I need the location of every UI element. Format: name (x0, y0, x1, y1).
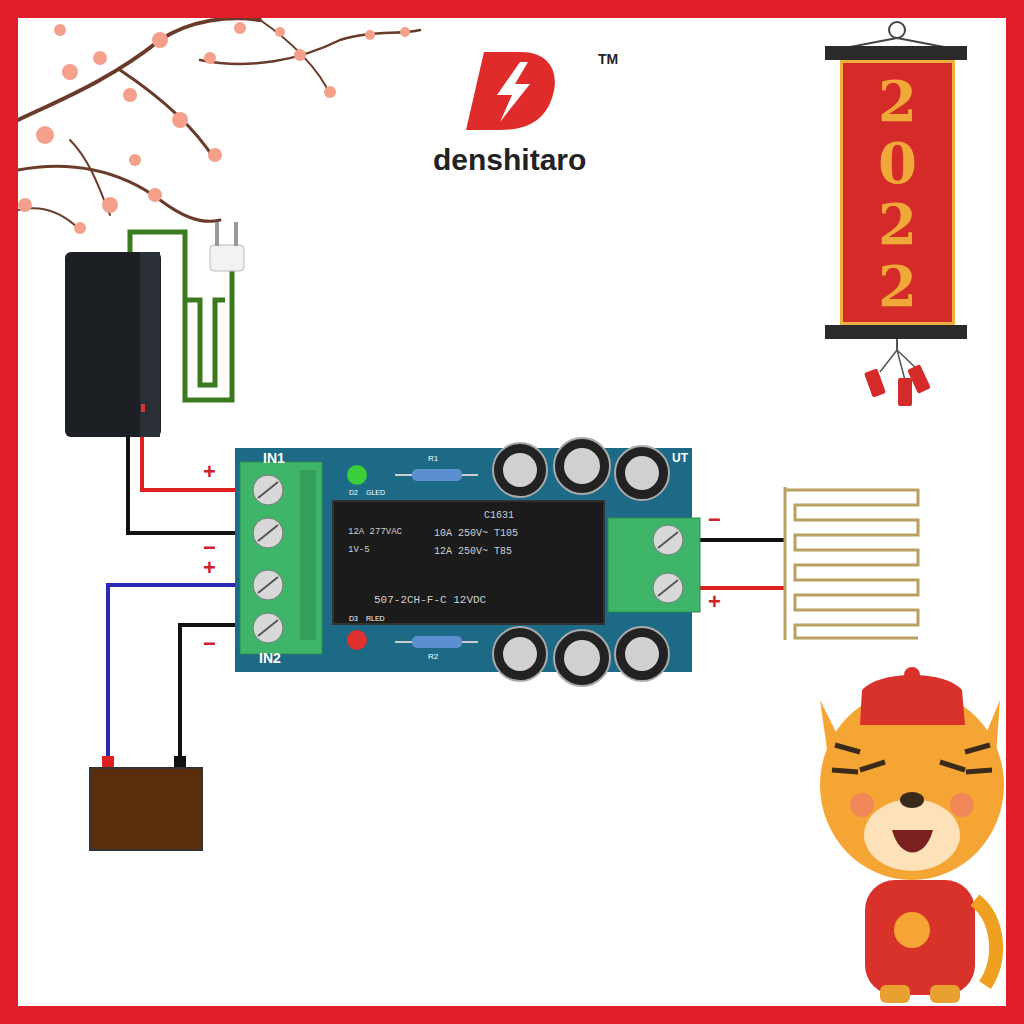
component-label: R2 (428, 653, 438, 662)
relay-marking: 507-2CH-F-C 12VDC (374, 594, 486, 606)
polarity-sign: − (203, 632, 216, 656)
component-label: R1 (428, 455, 438, 464)
terminal-label: IN1 (263, 451, 285, 466)
power-adapter (65, 222, 244, 437)
year-scroll: 2022 (840, 60, 955, 325)
relay-marking: 12A 277VAC (348, 528, 402, 538)
relay-marking: 12A 250V~ T85 (434, 546, 512, 557)
relay-marking: 10A 250V~ T105 (434, 528, 518, 539)
module-board: IN1IN2 C1631 10A 250V~ T105 12A 250V~ T85 50… (235, 448, 692, 672)
trademark: TM (598, 52, 618, 67)
component-label: D2 (349, 489, 358, 497)
blossom-flowers (18, 22, 410, 234)
heating-element (785, 487, 918, 640)
plum-blossom (18, 18, 420, 230)
polarity-sign: + (708, 590, 721, 614)
polarity-sign: − (708, 508, 721, 532)
wires (108, 437, 785, 768)
relay-marking: C1631 (484, 510, 514, 521)
polarity-sign: + (203, 556, 216, 580)
tiger-mascot (820, 667, 1004, 1003)
terminal-label: IN2 (259, 651, 281, 666)
year-digits: 2022 (870, 71, 926, 317)
logo-icon (466, 52, 555, 130)
polarity-sign: + (203, 460, 216, 484)
component-label: D3 (349, 615, 358, 623)
relay: C1631 10A 250V~ T105 12A 250V~ T85 507-2CH-… (332, 500, 605, 625)
module-board (235, 438, 700, 686)
battery (90, 756, 202, 850)
component-label: GLED (366, 489, 385, 497)
output-label: UT (672, 452, 688, 465)
component-label: RLED (366, 615, 385, 623)
brand-name: denshitaro (433, 143, 586, 176)
new-year-scroll (825, 22, 967, 406)
relay-marking: 1V-5 (348, 546, 370, 556)
